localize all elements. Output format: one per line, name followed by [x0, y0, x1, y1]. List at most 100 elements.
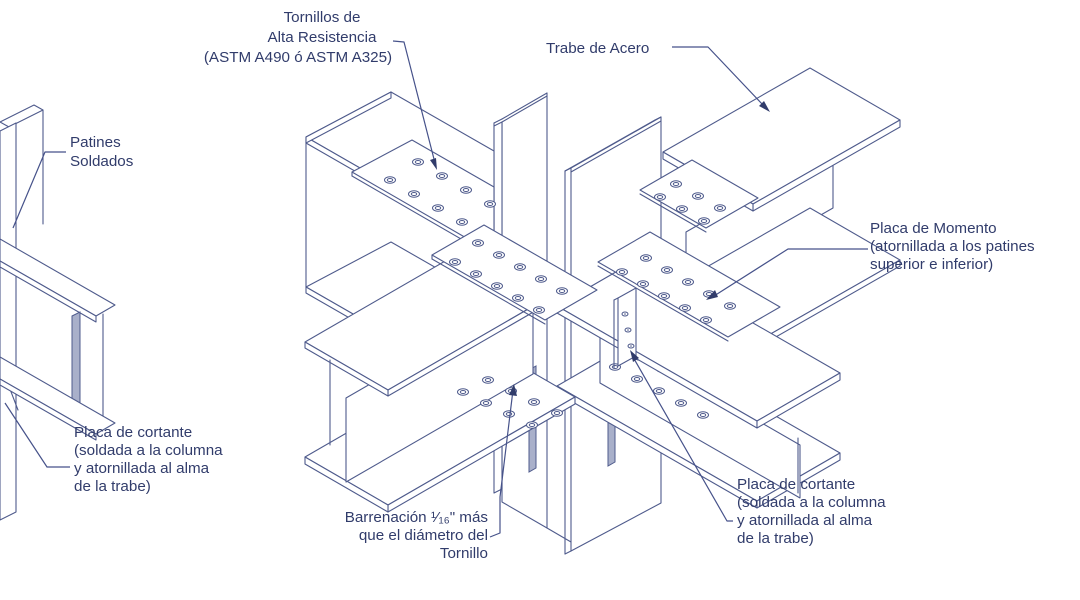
- front-left-beam: [304, 224, 598, 513]
- label-tornillos-line2: Alta Resistencia: [268, 29, 377, 46]
- bolt: [640, 254, 652, 262]
- column-bottom-gap-edge: [546, 527, 572, 543]
- leader-placa-cortante-derecha: [632, 356, 733, 522]
- leader-tornillos: [392, 40, 436, 164]
- bolt: [384, 176, 396, 184]
- left-column-flange-strip: [0, 122, 17, 521]
- label-patines-line1: Patines: [70, 134, 121, 151]
- bolt: [533, 306, 545, 314]
- left-column-top-face: [0, 104, 44, 128]
- front-left-beam-bottom-end: [304, 456, 389, 513]
- bolt: [724, 302, 736, 310]
- bolt: [528, 398, 540, 406]
- label-placa-cortante-izq-line4: de la trabe): [74, 478, 151, 495]
- bolt: [653, 387, 665, 395]
- bolt: [460, 186, 472, 194]
- column-far-flange-top-edge: [570, 120, 662, 173]
- column-near-flange-top-edge: [493, 118, 503, 124]
- leader-placa-momento: [713, 248, 868, 297]
- bolt: [679, 304, 691, 312]
- column-web-top-edge: [501, 92, 548, 120]
- leader-barrenacion: [489, 389, 514, 538]
- bolt: [493, 251, 505, 259]
- bolt: [556, 287, 568, 295]
- label-patines-line2: Soldados: [70, 153, 134, 170]
- label-placa-cortante-der-line2: (soldada a la columna: [737, 494, 886, 511]
- rear-right-moment-plate-thickness: [639, 193, 707, 233]
- leader-patines-soldados: [12, 151, 66, 229]
- bolt: [616, 268, 628, 276]
- bolt: [456, 218, 468, 226]
- label-placa-momento-line3: superior e inferior): [870, 256, 993, 273]
- edge: [564, 167, 572, 172]
- label-placa-momento-line1: Placa de Momento: [870, 220, 997, 237]
- bolt: [700, 316, 712, 324]
- bolt: [526, 421, 538, 429]
- edge: [564, 550, 572, 555]
- edge: [654, 116, 662, 121]
- bolt: [535, 275, 547, 283]
- label-barrenacion-line1: Barrenación ¹⁄₁₆" más: [345, 509, 489, 526]
- bolt: [436, 172, 448, 180]
- bolt: [551, 409, 563, 417]
- left-beam-web: [71, 311, 81, 411]
- label-placa-cortante-der-line4: de la trabe): [737, 530, 814, 547]
- bolt: [714, 204, 726, 212]
- front-right-moment-plate-thickness: [597, 265, 729, 342]
- rear-left-beam-end-face: [305, 91, 392, 144]
- arrowhead-barrenacion: [509, 384, 517, 396]
- left-welded-connection-drawing: [0, 104, 116, 521]
- front-left-moment-plate-thickness: [431, 258, 546, 325]
- label-placa-cortante-der-line3: y atornillada al alma: [737, 512, 873, 529]
- label-tornillos-line1: Tornillos de: [284, 9, 361, 26]
- bolt: [624, 327, 632, 333]
- bolt: [692, 192, 704, 200]
- bolt: [470, 270, 482, 278]
- bolt: [698, 217, 710, 225]
- arrowhead-trabe-acero: [759, 101, 770, 112]
- arrowhead-placa-cortante-derecha: [630, 350, 639, 362]
- arrowhead-placa-momento: [706, 290, 718, 300]
- label-trabe-acero: Trabe de Acero: [546, 40, 649, 57]
- front-left-beam-top-end: [304, 341, 389, 397]
- front-left-moment-plate: [431, 224, 598, 321]
- bolt: [621, 311, 629, 317]
- leader-trabe-acero: [672, 46, 764, 106]
- bolt: [514, 263, 526, 271]
- bolt: [412, 158, 424, 166]
- bolt: [658, 292, 670, 300]
- label-barrenacion-line3: Tornillo: [440, 545, 488, 562]
- bolt: [472, 239, 484, 247]
- bolt: [457, 388, 469, 396]
- bolt: [491, 282, 503, 290]
- bolt: [675, 399, 687, 407]
- left-beam-top-flange-edge: [0, 260, 97, 323]
- bolt: [408, 190, 420, 198]
- arrowhead-tornillos: [430, 158, 437, 170]
- front-right-beam-top-end: [756, 372, 841, 429]
- bolt: [697, 411, 709, 419]
- bolt: [432, 204, 444, 212]
- bolt: [637, 280, 649, 288]
- rear-right-beam: [639, 67, 901, 351]
- bolt: [449, 258, 461, 266]
- label-tornillos-line3: (ASTM A490 ó ASTM A325): [204, 49, 392, 66]
- bolt: [512, 294, 524, 302]
- left-beam-bottom-flange-edge: [0, 378, 97, 441]
- bolt: [482, 376, 494, 384]
- label-placa-momento-line2: (atornillada a los patines: [870, 238, 1035, 255]
- bolt: [627, 343, 635, 349]
- leader-placa-cortante-izquierda: [4, 402, 70, 468]
- rear-left-moment-plate: [351, 139, 495, 255]
- column-far-flange-top-sliver: [564, 119, 656, 172]
- bolt: [661, 266, 673, 274]
- leader-lines: [4, 40, 868, 538]
- bolt: [670, 180, 682, 188]
- bolt: [503, 410, 515, 418]
- label-placa-cortante-der-line1: Placa de cortante: [737, 476, 855, 493]
- bolt: [654, 193, 666, 201]
- labels: Tornillos de Alta Resistencia (ASTM A490…: [70, 9, 1035, 562]
- bolt: [484, 200, 496, 208]
